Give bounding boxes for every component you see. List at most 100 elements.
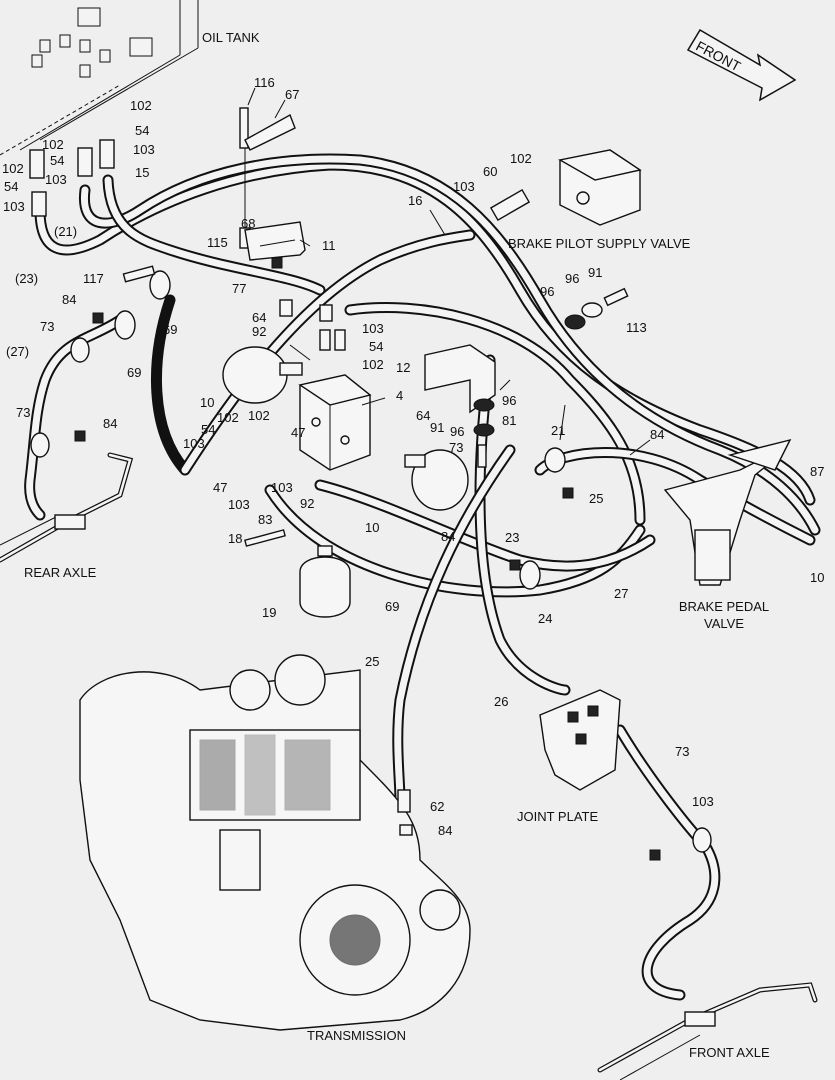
- part-callout: 103: [133, 142, 155, 157]
- part-callout: 117: [83, 271, 104, 286]
- part-callout: 96: [565, 271, 580, 286]
- part-callout: 96: [540, 284, 555, 299]
- caption-brake-pilot-supply-valve: BRAKE PILOT SUPPLY VALVE: [508, 236, 691, 251]
- part-callout: 54: [201, 422, 216, 437]
- part-callout: 11: [322, 238, 336, 253]
- part-callout: 103: [183, 436, 205, 451]
- part-callout: 16: [408, 193, 423, 208]
- part-callout: 92: [252, 324, 267, 339]
- part-callout: 19: [262, 605, 277, 620]
- part-callout: 103: [453, 179, 475, 194]
- part-callout: 69: [127, 365, 142, 380]
- part-callout: 115: [207, 235, 228, 250]
- part-callout: 62: [430, 799, 445, 814]
- part-callout: 87: [810, 464, 825, 479]
- leader-lines: [244, 87, 651, 456]
- part-callout: 91: [588, 265, 603, 280]
- part-callout: 103: [271, 480, 293, 495]
- tank-hoses: [34, 153, 821, 536]
- part-callout: 92: [300, 496, 315, 511]
- part-callout: 47: [291, 425, 306, 440]
- part-callout: 84: [103, 416, 118, 431]
- caption-front-axle: FRONT AXLE: [689, 1045, 770, 1060]
- caption-brake-pedal-valve-line1: BRAKE PEDAL: [678, 599, 770, 614]
- part-callout: 84: [62, 292, 77, 307]
- part-callout: 27: [614, 586, 629, 601]
- part-callout: 69: [163, 322, 178, 337]
- part-callout: 91: [430, 420, 445, 435]
- part-callout: 54: [4, 179, 19, 194]
- part-callout: 96: [502, 393, 517, 408]
- part-callout: (21): [54, 224, 78, 239]
- part-callout: 84: [441, 529, 456, 544]
- part-callout: 47: [213, 480, 228, 495]
- part-callout: 21: [551, 423, 566, 438]
- part-callout: 25: [589, 491, 604, 506]
- part-callout: 73: [40, 319, 55, 334]
- caption-brake-pedal-valve-line2: VALVE: [704, 616, 744, 631]
- caption-rear-axle: REAR AXLE: [24, 565, 97, 580]
- part-callout: 67: [285, 87, 300, 102]
- part-callout: 26: [494, 694, 509, 709]
- hose-clamps: [30, 270, 712, 853]
- part-callout: 4: [396, 388, 404, 403]
- part-callout: 24: [538, 611, 553, 626]
- fittings-and-bolts: [29, 107, 716, 1027]
- part-callout: 96: [450, 424, 465, 439]
- part-callout: 15: [135, 165, 150, 180]
- part-callout: 18: [228, 531, 243, 546]
- part-callout: 102: [42, 137, 64, 152]
- part-callout: 81: [502, 413, 517, 428]
- part-callout: 83: [258, 512, 273, 527]
- part-callout: 102: [510, 151, 532, 166]
- brake-pilot-supply-valve: [489, 149, 642, 226]
- part-callout: 54: [135, 123, 150, 138]
- part-callout: 60: [483, 164, 498, 179]
- caption-transmission: TRANSMISSION: [307, 1028, 406, 1043]
- part-callout: 116: [254, 75, 275, 90]
- part-callout: 73: [16, 405, 31, 420]
- part-callout: 69: [385, 599, 400, 614]
- accumulators: [222, 346, 469, 618]
- part-callout: 77: [232, 281, 247, 296]
- part-callout: 102: [217, 410, 239, 425]
- part-callout: 73: [449, 440, 464, 455]
- pedal-hoses: [264, 302, 816, 1001]
- part-callout: 103: [228, 497, 250, 512]
- part-callout: 64: [416, 408, 431, 423]
- part-callout: 103: [362, 321, 384, 336]
- brake-valve-block: [298, 374, 372, 471]
- hose-16: [150, 229, 476, 476]
- part-callout: 73: [675, 744, 690, 759]
- part-callout: 23: [505, 530, 520, 545]
- part-callout: 103: [45, 172, 67, 187]
- part-callout: 25: [365, 654, 380, 669]
- part-callout: 68: [241, 216, 256, 231]
- part-callout: 102: [2, 161, 24, 176]
- brake-pedal-valve: [663, 438, 792, 586]
- part-callout: 10: [200, 395, 215, 410]
- part-callout: (27): [6, 344, 30, 359]
- joint-plate: [539, 689, 621, 791]
- part-callout: 102: [362, 357, 384, 372]
- transmission: [79, 654, 471, 1031]
- part-callout: 64: [252, 310, 267, 325]
- part-callout: 54: [50, 153, 65, 168]
- part-callout: 102: [248, 408, 270, 423]
- part-callout: 54: [369, 339, 384, 354]
- front-arrow-icon: [686, 28, 797, 102]
- part-callout: 113: [626, 320, 647, 335]
- axle-pipes: [0, 452, 818, 1080]
- oil-tank: [0, 0, 199, 156]
- part-callout: 12: [396, 360, 411, 375]
- caption-oil-tank: OIL TANK: [202, 30, 260, 45]
- part-callout: 10: [365, 520, 380, 535]
- caption-joint-plate: JOINT PLATE: [517, 809, 599, 824]
- part-callout: 103: [692, 794, 714, 809]
- part-callout: (23): [15, 271, 39, 286]
- part-callout: 84: [438, 823, 453, 838]
- part-callout: 10: [810, 570, 825, 585]
- part-callout: 84: [650, 427, 665, 442]
